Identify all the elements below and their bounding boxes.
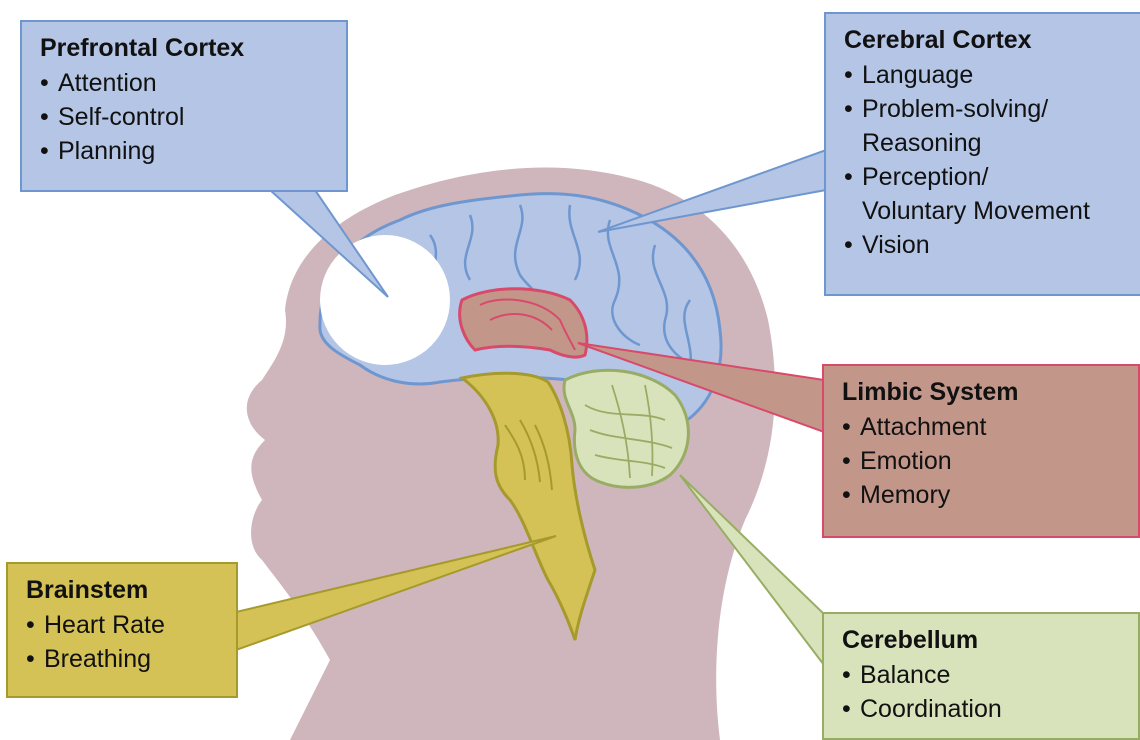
prefrontal-item: Planning (40, 134, 332, 168)
limbic-item: Memory (842, 478, 1124, 512)
prefrontal-title: Prefrontal Cortex (40, 32, 332, 64)
limbic-system-callout: Limbic System Attachment Emotion Memory (822, 364, 1140, 538)
cerebral-item-continuation: Voluntary Movement (844, 194, 1126, 228)
cerebral-item: Vision (844, 228, 1126, 262)
limbic-list: Attachment Emotion Memory (842, 410, 1124, 512)
prefrontal-item: Attention (40, 66, 332, 100)
brainstem-item: Breathing (26, 642, 222, 676)
brainstem-callout: Brainstem Heart Rate Breathing (6, 562, 238, 698)
limbic-title: Limbic System (842, 376, 1124, 408)
limbic-item: Attachment (842, 410, 1124, 444)
cerebral-cortex-callout: Cerebral Cortex Language Problem-solving… (824, 12, 1140, 296)
cerebral-item: Problem-solving/ (844, 92, 1126, 126)
limbic-item: Emotion (842, 444, 1124, 478)
prefrontal-list: Attention Self-control Planning (40, 66, 332, 168)
cerebral-item: Perception/ (844, 160, 1126, 194)
cerebral-item: Language (844, 58, 1126, 92)
limbic-system-shape (460, 289, 587, 357)
prefrontal-item: Self-control (40, 100, 332, 134)
brainstem-list: Heart Rate Breathing (26, 608, 222, 676)
prefrontal-region (320, 235, 450, 365)
cerebellum-list: Balance Coordination (842, 658, 1124, 726)
cerebellum-title: Cerebellum (842, 624, 1124, 656)
brainstem-item: Heart Rate (26, 608, 222, 642)
cerebral-title: Cerebral Cortex (844, 24, 1126, 56)
cerebral-list: Language Problem-solving/ Reasoning Perc… (844, 58, 1126, 262)
brainstem-title: Brainstem (26, 574, 222, 606)
cerebellum-callout: Cerebellum Balance Coordination (822, 612, 1140, 740)
prefrontal-cortex-callout: Prefrontal Cortex Attention Self-control… (20, 20, 348, 192)
cerebellum-item: Balance (842, 658, 1124, 692)
cerebral-item-continuation: Reasoning (844, 126, 1126, 160)
cerebellum-item: Coordination (842, 692, 1124, 726)
